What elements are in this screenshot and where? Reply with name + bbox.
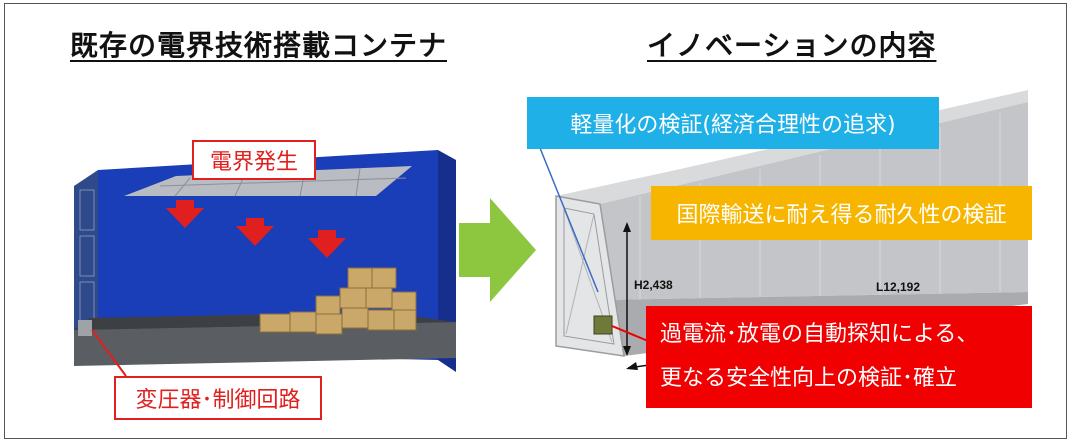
light-leader-line bbox=[539, 147, 599, 293]
lightweight-verification-label: 軽量化の検証(経済合理性の追求) bbox=[527, 97, 939, 149]
right-heading: イノベーションの内容 bbox=[647, 29, 937, 62]
existing-container-image bbox=[74, 150, 456, 372]
field-generation-label: 電界発生 bbox=[192, 140, 316, 180]
safety-verification-label: 過電流･放電の自動探知による、 更なる安全性向上の検証･確立 bbox=[646, 306, 1032, 408]
transformer-control-label: 変圧器･制御回路 bbox=[114, 376, 322, 420]
field-arrows bbox=[166, 200, 346, 258]
green-arrow bbox=[459, 198, 536, 302]
transformer-leader-line bbox=[91, 329, 127, 377]
length-dimension: L12,192 bbox=[876, 280, 921, 294]
safety-line-2: 更なる安全性向上の検証･確立 bbox=[660, 366, 958, 391]
left-heading: 既存の電界技術搭載コンテナ bbox=[70, 29, 448, 62]
durability-verification-label: 国際輸送に耐え得る耐久性の検証 bbox=[651, 186, 1032, 240]
height-dimension: H2,438 bbox=[634, 278, 673, 292]
safety-line-1: 過電流･放電の自動探知による、 bbox=[660, 322, 979, 347]
